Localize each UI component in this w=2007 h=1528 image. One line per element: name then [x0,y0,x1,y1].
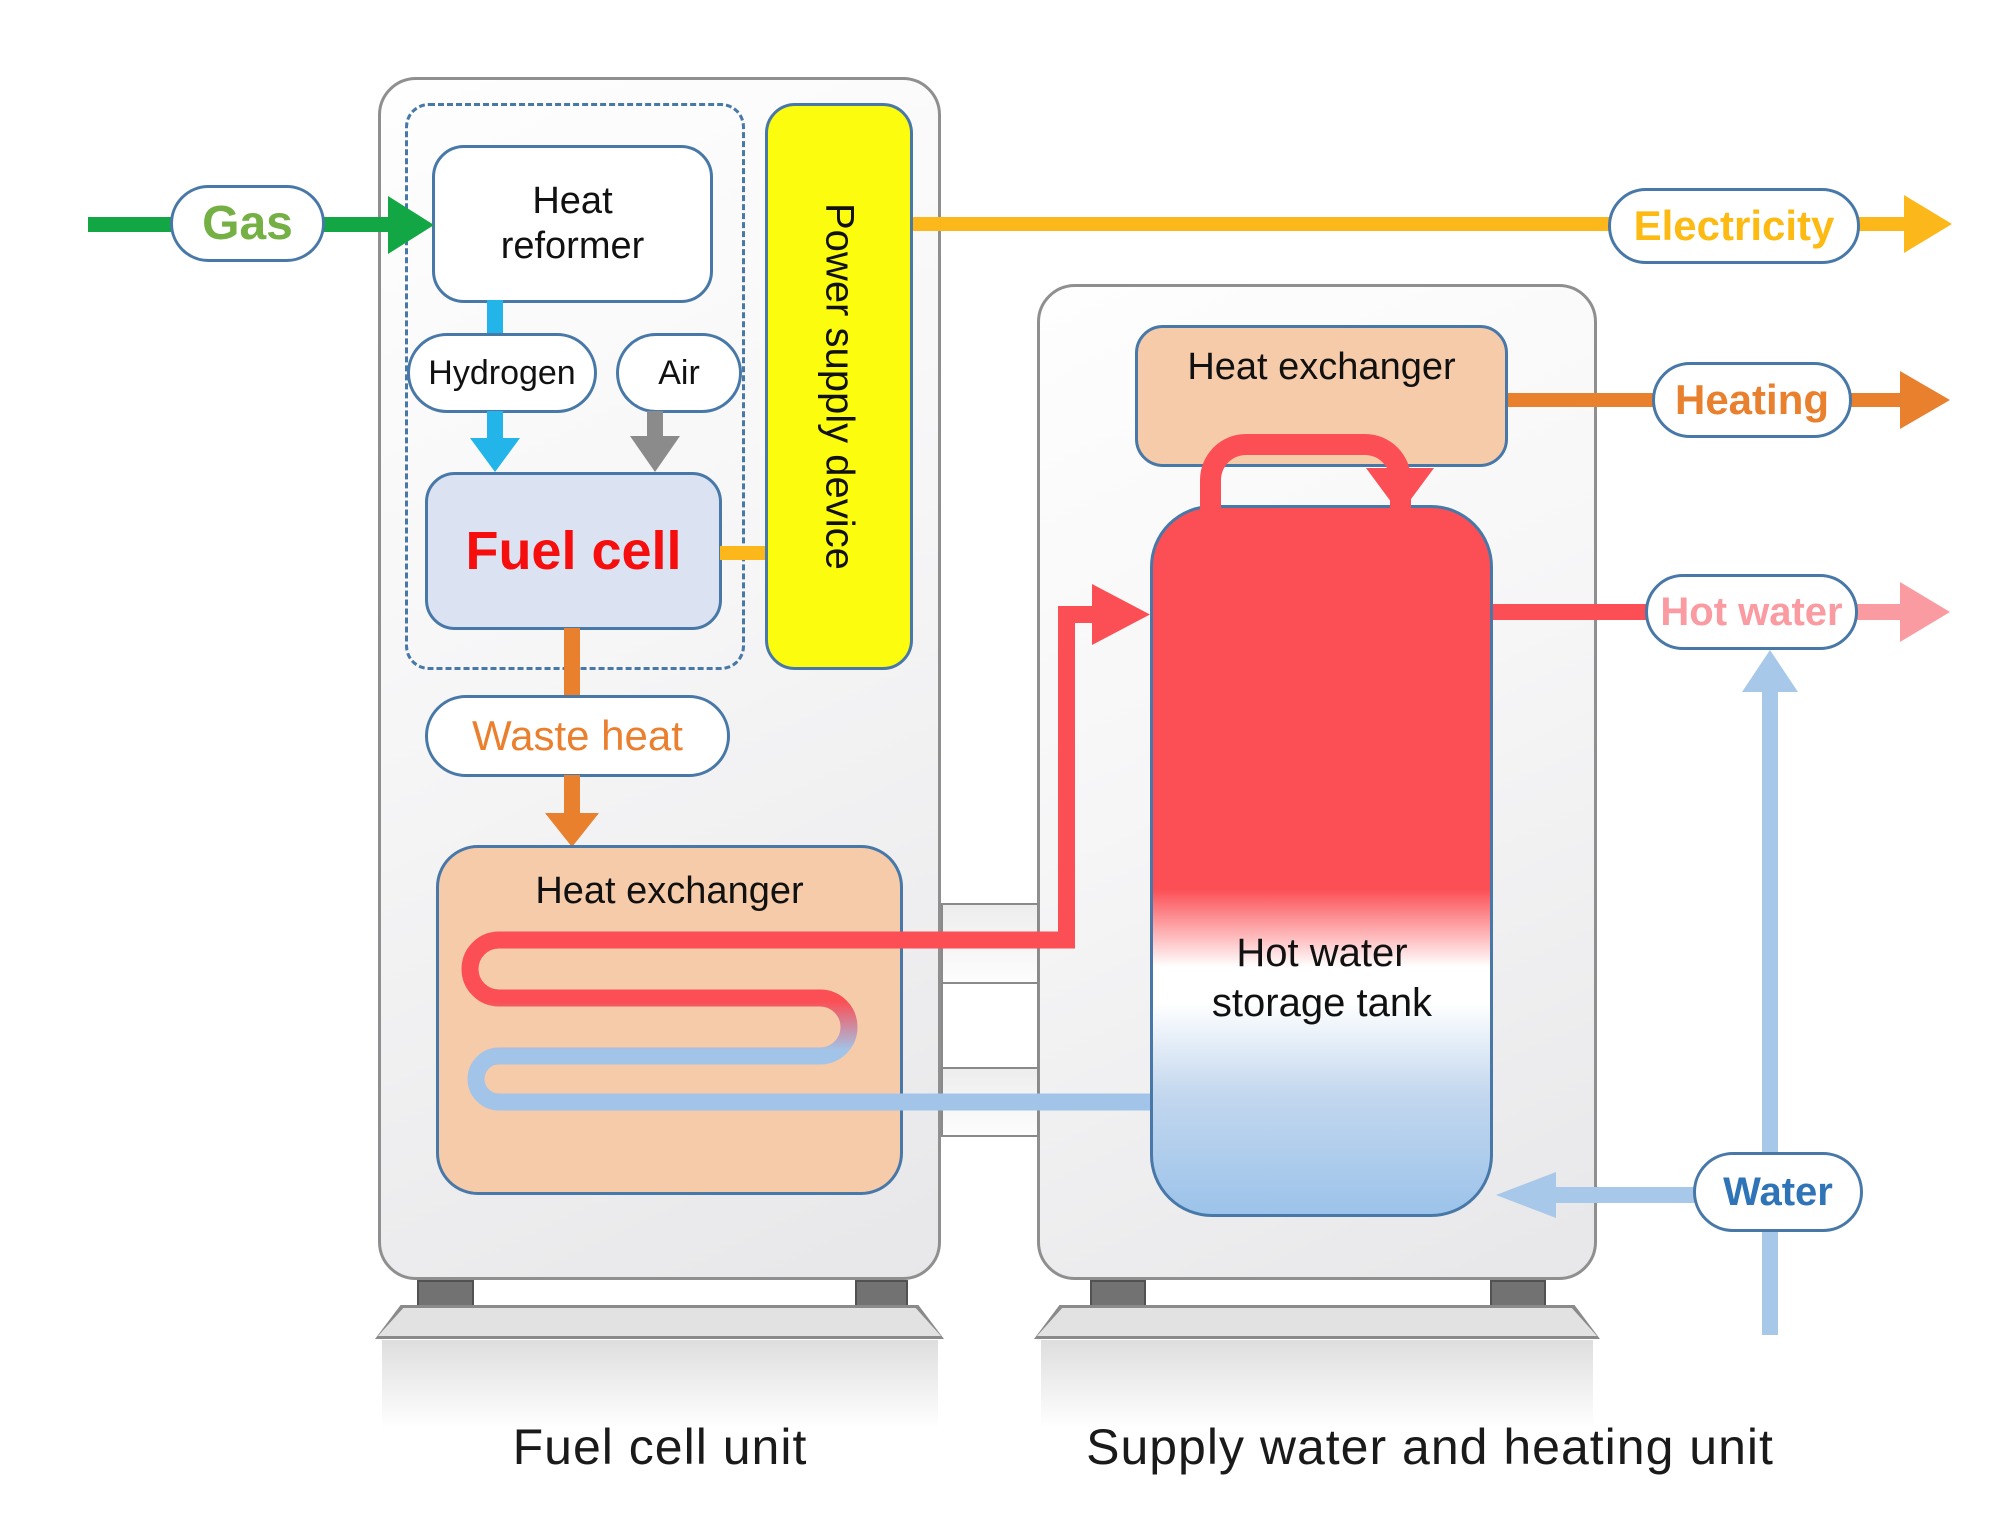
hot-pipe-elbow [1058,606,1096,623]
supply-unit-caption: Supply water and heating unit [1086,1419,1774,1475]
fc-heat-exchanger-box: Heat exchanger [436,845,903,1195]
fuel-unit-base [375,1305,944,1339]
hot-water-arrowhead [1900,582,1950,642]
heat-reformer-label: Heat reformer [500,180,645,267]
water-pill: Water [1693,1152,1863,1232]
heating-stem-out [1850,393,1902,407]
gas-pill: Gas [170,185,325,262]
fuel-cell-box: Fuel cell [425,472,722,630]
reformer-to-hydrogen-connector [487,300,503,336]
fuelcell-to-power-connector [720,546,768,560]
hot-water-pill: Hot water [1645,574,1858,650]
gas-line-in [88,217,172,232]
fuel-unit-shadow [382,1340,938,1428]
fuel-unit-foot-right [855,1280,908,1307]
wasteheat-stem-top [564,628,580,698]
air-label: Air [658,353,700,392]
heating-pill: Heating [1652,362,1852,438]
air-pill: Air [616,333,742,413]
water-label: Water [1723,1169,1833,1214]
hydrogen-pill: Hydrogen [407,333,597,413]
air-arrow-stem [647,411,663,438]
fc-heat-exchanger-label: Heat exchanger [535,870,804,912]
hot-water-storage-tank [1150,505,1493,1217]
fuel-cell-unit-caption: Fuel cell unit [512,1419,808,1475]
water-arrowhead-up [1742,650,1798,692]
hydrogen-arrow-stem [487,411,503,441]
electricity-line [913,217,1610,231]
water-vertical-line [1762,688,1778,1335]
heating-line [1508,393,1654,407]
fuel-unit-foot-left [417,1280,474,1307]
electricity-stem-out [1858,217,1906,231]
hot-water-label: Hot water [1660,589,1843,634]
supply-unit-foot-right [1490,1280,1546,1307]
power-supply-device-box: Power supply device [765,103,913,670]
heat-reformer-box: Heat reformer [432,145,713,303]
gas-label: Gas [202,197,293,250]
electricity-label: Electricity [1633,202,1835,249]
hot-water-stem-out [1856,604,1902,620]
supply-unit-foot-left [1090,1280,1146,1307]
su-heat-exchanger-label: Heat exchanger [1187,346,1456,388]
electricity-pill: Electricity [1608,188,1860,264]
storage-tank-label: Hot water storage tank [1211,931,1433,1025]
unit-connector-duct-middle [941,982,1039,1069]
su-heat-exchanger-box: Heat exchanger [1135,325,1508,467]
supply-unit-shadow [1041,1340,1593,1428]
heating-arrowhead [1900,371,1950,429]
gas-line-out [323,217,390,232]
supply-unit-base [1034,1305,1600,1339]
power-supply-device-label: Power supply device [817,203,862,570]
heating-label: Heating [1674,376,1829,423]
wasteheat-stem-bottom [564,775,580,815]
hot-water-line [1493,604,1647,620]
fuel-cell-label: Fuel cell [465,521,682,581]
waste-heat-label: Waste heat [472,712,683,759]
waste-heat-pill: Waste heat [425,695,730,777]
hot-pipe-riser [1058,606,1075,948]
heat-exchanger-coil-pipe [461,931,1155,1111]
hydrogen-label: Hydrogen [428,353,576,392]
electricity-arrowhead [1904,195,1952,253]
